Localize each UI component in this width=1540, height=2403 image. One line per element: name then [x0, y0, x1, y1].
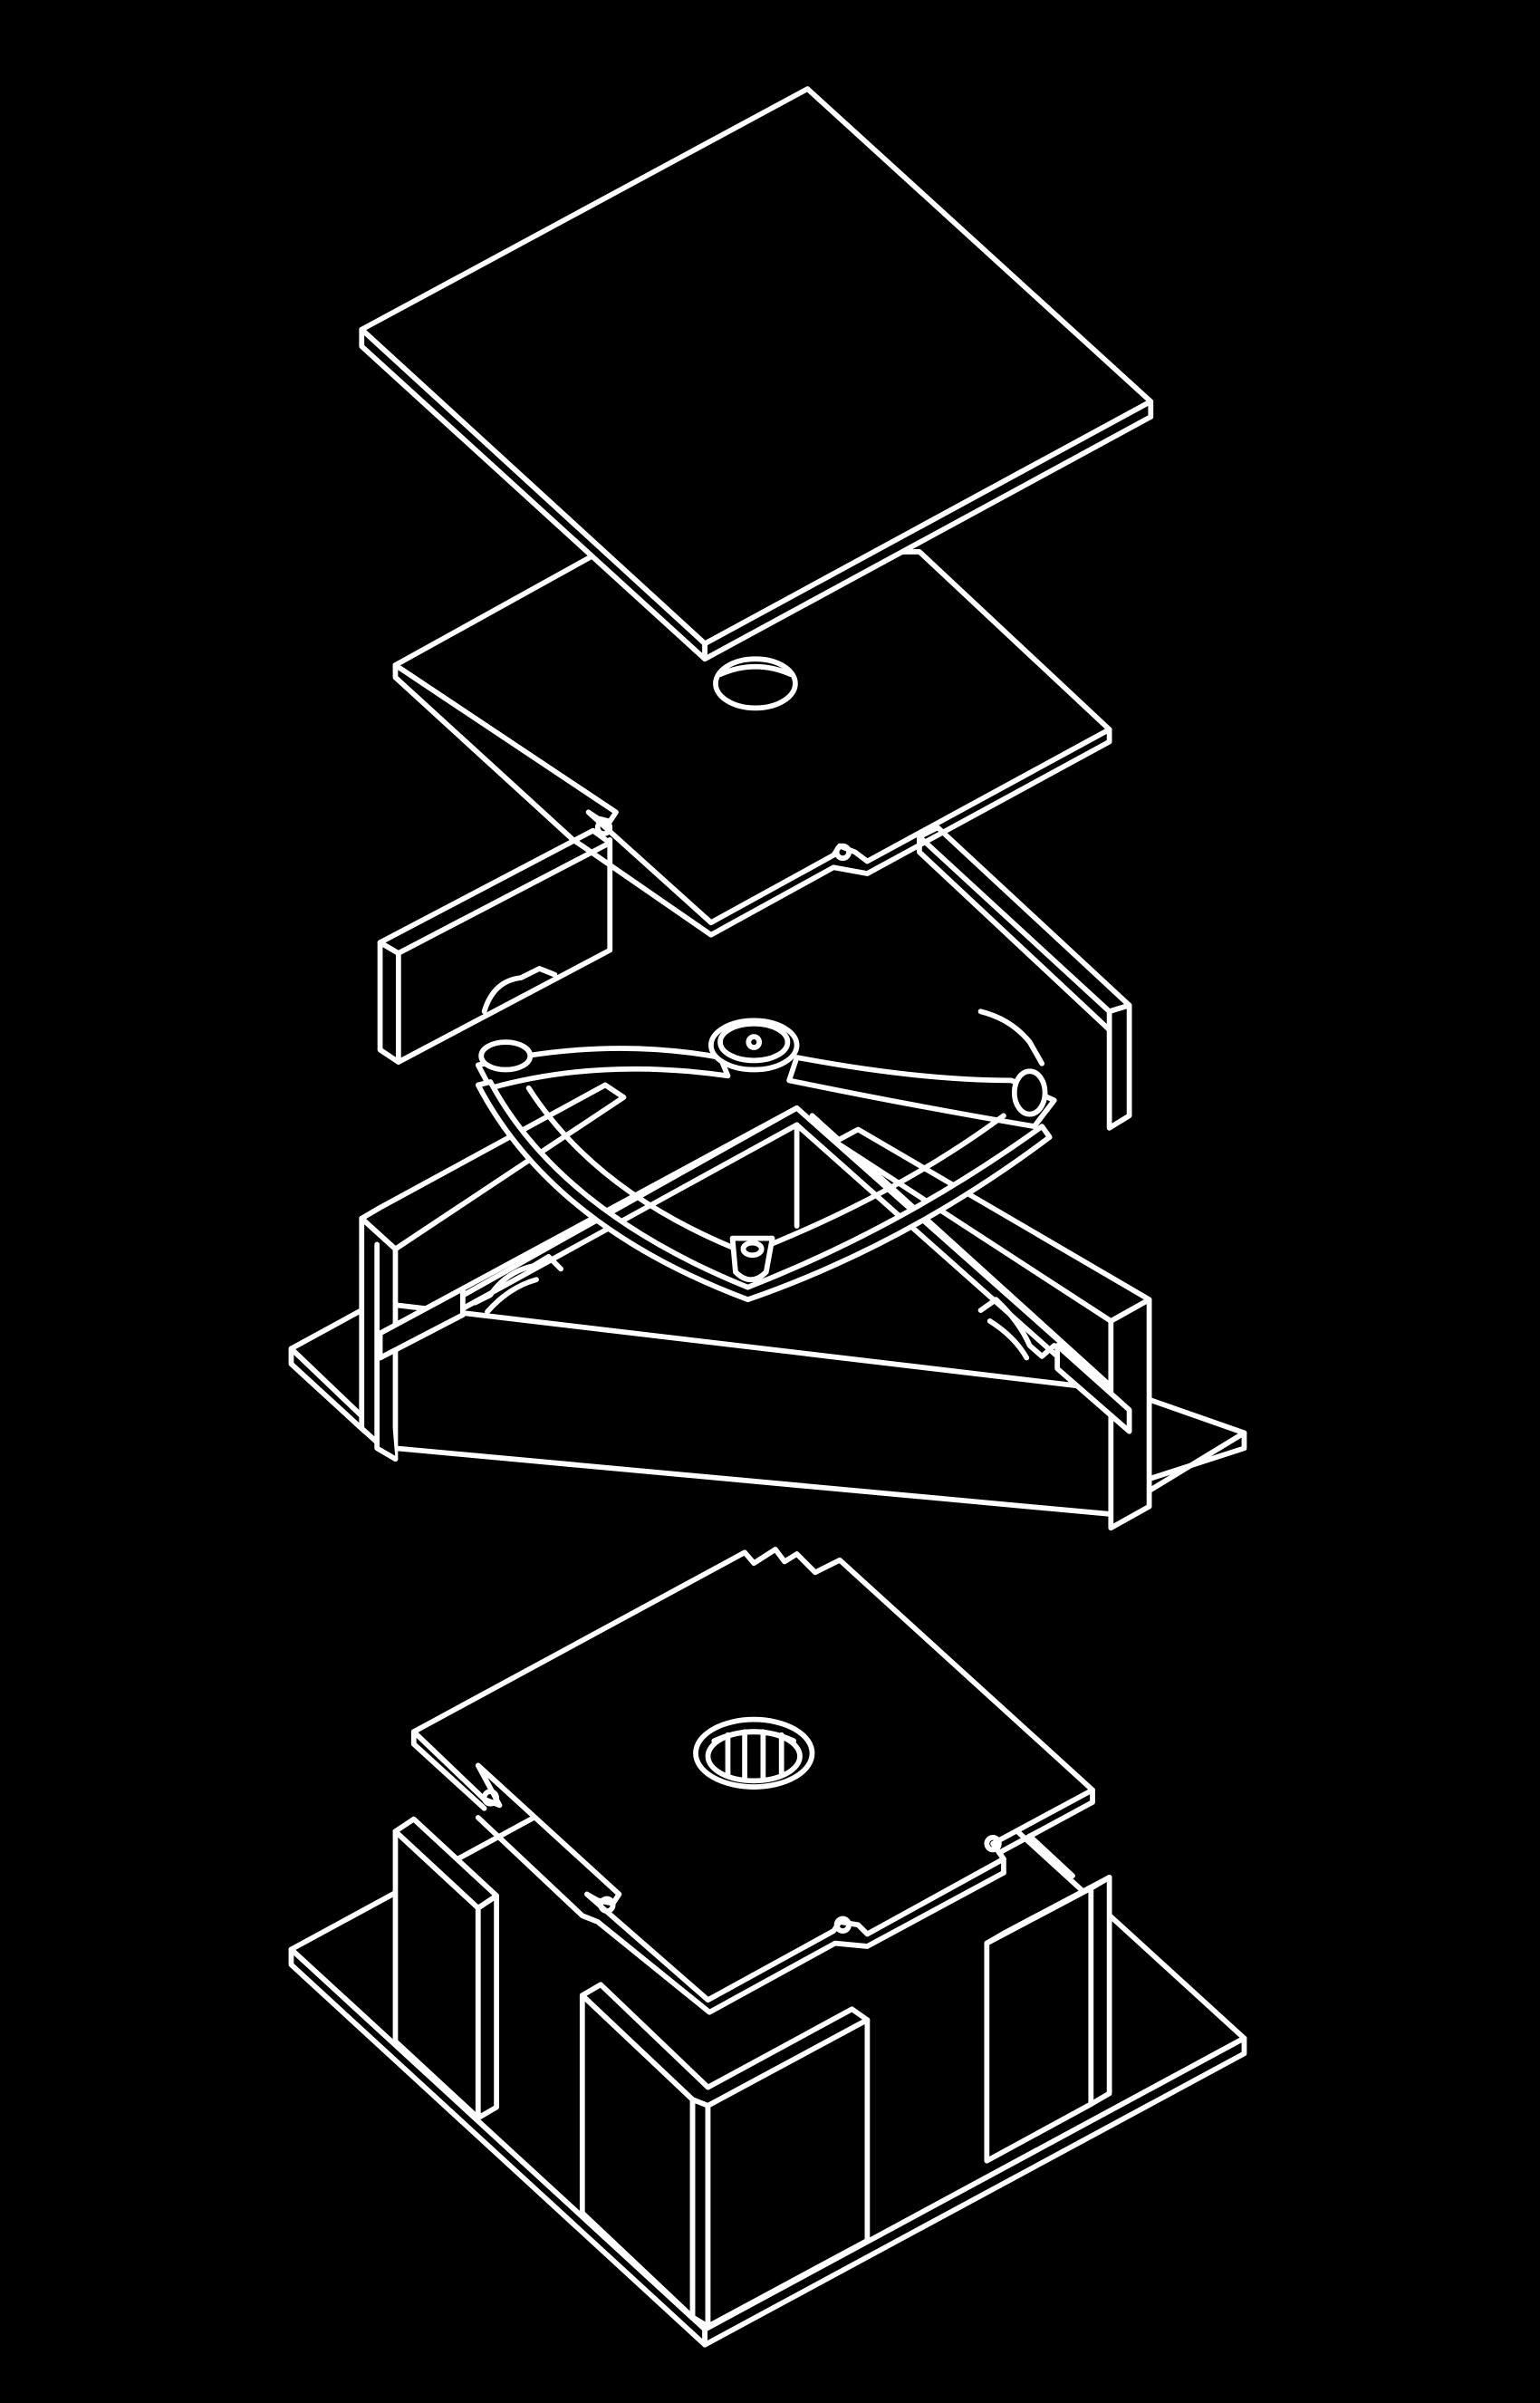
- frame-base-slab-side: [288, 1346, 1247, 1482]
- top-cover-side-right: [702, 399, 1154, 662]
- rail-frame: [288, 825, 1247, 1531]
- notch-right: [984, 1835, 1002, 1853]
- right-panel-front-edge: [917, 834, 1112, 1033]
- post-right-side: [1088, 1874, 1112, 2108]
- right-panel-face: [917, 825, 1132, 1015]
- panel-bump-left: [481, 966, 558, 1015]
- top-cover-plate: [359, 86, 1154, 662]
- rail-slot-right: [977, 1297, 1057, 1361]
- bracket-hub-inner: [717, 1020, 791, 1064]
- notch-left: [481, 1789, 499, 1807]
- upper-notch-left: [594, 818, 613, 836]
- bracket-lower-arc: [475, 1079, 1053, 1303]
- slotted-plate-edge-front: [475, 1815, 1006, 2015]
- notch-front-left: [598, 1896, 616, 1914]
- slot-boss: [693, 1716, 815, 1790]
- base-back-edge-hint: [1026, 1833, 1075, 1879]
- left-panel-face: [377, 940, 401, 1065]
- curved-spring-bracket: [475, 1018, 1057, 1303]
- post-left-back-side: [475, 1893, 499, 2121]
- post-front-right-face: [705, 2017, 871, 2330]
- bracket-hub-hole: [746, 1034, 763, 1050]
- right-panel-front: [1106, 1002, 1132, 1131]
- upper-plate-edge-front: [579, 727, 1112, 938]
- top-cover-top: [359, 86, 1154, 647]
- base-slab-right-side: [702, 2035, 1247, 2348]
- left-rail-block: [377, 1286, 466, 1361]
- slotted-plate: [410, 1547, 1095, 2015]
- upper-plate-with-slot: [392, 549, 1112, 938]
- bracket-bottom-hole: [740, 1240, 765, 1259]
- panel-bump-right: [977, 1008, 1045, 1066]
- post-left-back-top: [392, 1816, 499, 1911]
- left-panel-front: [395, 836, 613, 1065]
- upper-notch-right: [833, 843, 852, 862]
- slotted-plate-top: [410, 1547, 1095, 2003]
- bracket-end-left: [478, 1039, 534, 1073]
- slotted-plate-edge-left: [410, 1729, 487, 1811]
- right-rail-block: [1054, 1343, 1132, 1434]
- bracket-arm-right: [786, 1055, 1057, 1130]
- upper-plate-edge-left: [392, 662, 585, 849]
- notch-front-right: [833, 1916, 852, 1934]
- bracket-arm-left: [475, 1046, 731, 1091]
- upper-plate-slot-lip: [717, 663, 794, 678]
- bracket-end-right: [1011, 1068, 1048, 1117]
- post-right-top: [984, 1874, 1112, 1946]
- slotted-plate-edge-right: [996, 1787, 1095, 1876]
- rail-slot-left: [472, 1254, 564, 1315]
